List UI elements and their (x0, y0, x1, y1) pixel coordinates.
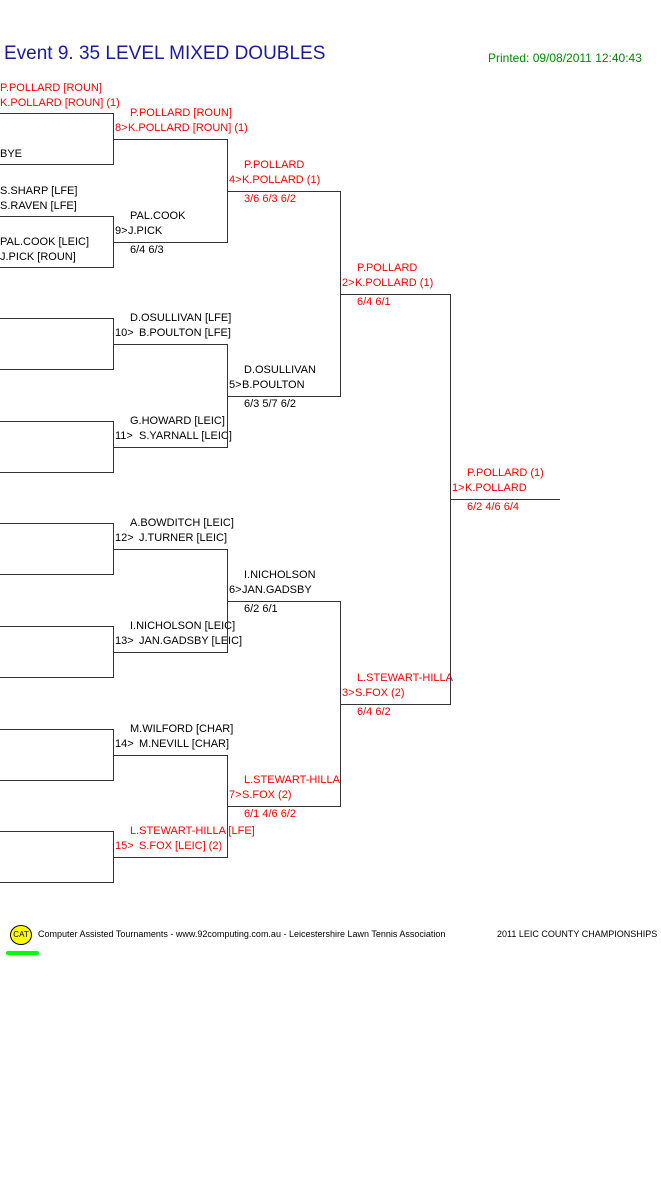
draw-line (0, 472, 113, 473)
match-seed: 2> (342, 277, 355, 289)
match-player-1: P.POLLARD (244, 159, 305, 171)
match-seed: 15> (115, 840, 134, 852)
match-player-2: K.POLLARD [ROUN] (1) (128, 122, 248, 134)
draw-line (340, 294, 450, 295)
player-name: S.SHARP [LFE] (0, 185, 78, 197)
match-player-1: G.HOWARD [LEIC] (130, 415, 225, 427)
match-score: 6/2 6/1 (244, 603, 278, 615)
draw-line (227, 191, 340, 192)
match-player-1: L.STEWART-HILLA (244, 774, 340, 786)
draw-line (227, 396, 340, 397)
match-seed: 8> (115, 122, 128, 134)
draw-line (0, 831, 113, 832)
match-seed: 12> (115, 532, 134, 544)
player-name: J.PICK [ROUN] (0, 251, 76, 263)
draw-line (0, 677, 113, 678)
match-seed: 7> (229, 789, 242, 801)
footer-event: 2011 LEIC COUNTY CHAMPIONSHIPS (497, 929, 658, 939)
draw-line (450, 499, 560, 500)
draw-line (0, 729, 113, 730)
draw-line (227, 601, 340, 602)
draw-line (227, 806, 340, 807)
match-player-2: S.FOX [LEIC] (2) (139, 840, 223, 852)
match-score: 6/3 5/7 6/2 (244, 398, 296, 410)
match-player-1: I.NICHOLSON (244, 569, 316, 581)
draw-line (0, 626, 113, 627)
match-seed: 1> (452, 482, 465, 494)
match-player-1: D.OSULLIVAN [LFE] (130, 312, 232, 324)
draw-line (0, 523, 113, 524)
draw-line (113, 139, 227, 140)
match-seed: 3> (342, 687, 355, 699)
match-player-1: P.POLLARD (1) (467, 467, 544, 479)
draw-line (0, 113, 113, 114)
match-player-2: K.POLLARD (1) (242, 174, 321, 186)
draw-line (0, 780, 113, 781)
match-player-2: B.POULTON [LFE] (139, 327, 231, 339)
match-player-1: P.POLLARD [ROUN] (130, 107, 232, 119)
draw-line (113, 755, 227, 756)
match-seed: 5> (229, 379, 242, 391)
draw-line (0, 421, 113, 422)
match-score: 6/4 6/1 (357, 296, 391, 308)
draw-line (0, 574, 113, 575)
draw-line (113, 344, 227, 345)
footer-credits: Computer Assisted Tournaments - www.92co… (38, 929, 446, 939)
draw-line (340, 704, 450, 705)
draw-line (0, 216, 113, 217)
cat-logo-icon: CAT (10, 925, 32, 945)
match-player-1: I.NICHOLSON [LEIC] (130, 620, 236, 632)
draw-line (113, 447, 227, 448)
page-title: Event 9. 35 LEVEL MIXED DOUBLES (4, 43, 326, 64)
player-name: P.POLLARD [ROUN] (0, 82, 102, 94)
draw-line (113, 242, 227, 243)
match-player-1: L.STEWART-HILLA [LFE] (130, 825, 255, 837)
match-seed: 10> (115, 327, 134, 339)
match-score: 6/2 4/6 6/4 (467, 501, 519, 513)
match-player-1: A.BOWDITCH [LEIC] (130, 517, 234, 529)
player-name: S.RAVEN [LFE] (0, 200, 77, 212)
match-player-2: B.POULTON (242, 379, 305, 391)
match-player-1: M.WILFORD [CHAR] (130, 723, 234, 735)
player-name: K.POLLARD [ROUN] (1) (0, 97, 120, 109)
match-player-2: JAN.GADSBY [LEIC] (139, 635, 243, 647)
match-player-1: L.STEWART-HILLA (357, 672, 453, 684)
match-seed: 6> (229, 584, 242, 596)
match-player-2: S.FOX (2) (242, 789, 292, 801)
match-player-2: K.POLLARD (1) (355, 277, 434, 289)
match-player-2: S.YARNALL [LEIC] (139, 430, 232, 442)
match-player-2: M.NEVILL [CHAR] (139, 738, 230, 750)
match-score: 3/6 6/3 6/2 (244, 193, 296, 205)
match-score: 6/4 6/2 (357, 706, 391, 718)
match-player-2: S.FOX (2) (355, 687, 405, 699)
draw-line (113, 549, 227, 550)
draw-line (113, 652, 227, 653)
match-score: 6/1 4/6 6/2 (244, 808, 296, 820)
logo-underline (6, 951, 39, 955)
player-name: BYE (0, 148, 23, 160)
draw-line (0, 164, 113, 165)
match-player-2: J.PICK (128, 225, 163, 237)
match-seed: 4> (229, 174, 242, 186)
draw-line (0, 318, 113, 319)
draw-line (0, 369, 113, 370)
draw-line (113, 857, 227, 858)
match-player-2: J.TURNER [LEIC] (139, 532, 228, 544)
match-player-1: D.OSULLIVAN (244, 364, 316, 376)
player-name: PAL.COOK [LEIC] (0, 236, 90, 248)
printed-timestamp: Printed: 09/08/2011 12:40:43 (488, 51, 642, 65)
match-player-1: P.POLLARD (357, 262, 418, 274)
match-score: 6/4 6/3 (130, 244, 164, 256)
draw-line (0, 882, 113, 883)
match-seed: 13> (115, 635, 134, 647)
match-player-1: PAL.COOK (130, 210, 186, 222)
draw-line (0, 267, 113, 268)
match-player-2: JAN.GADSBY (242, 584, 312, 596)
match-seed: 11> (115, 430, 133, 442)
match-player-2: K.POLLARD (465, 482, 527, 494)
match-seed: 9> (115, 225, 128, 237)
match-seed: 14> (115, 738, 134, 750)
